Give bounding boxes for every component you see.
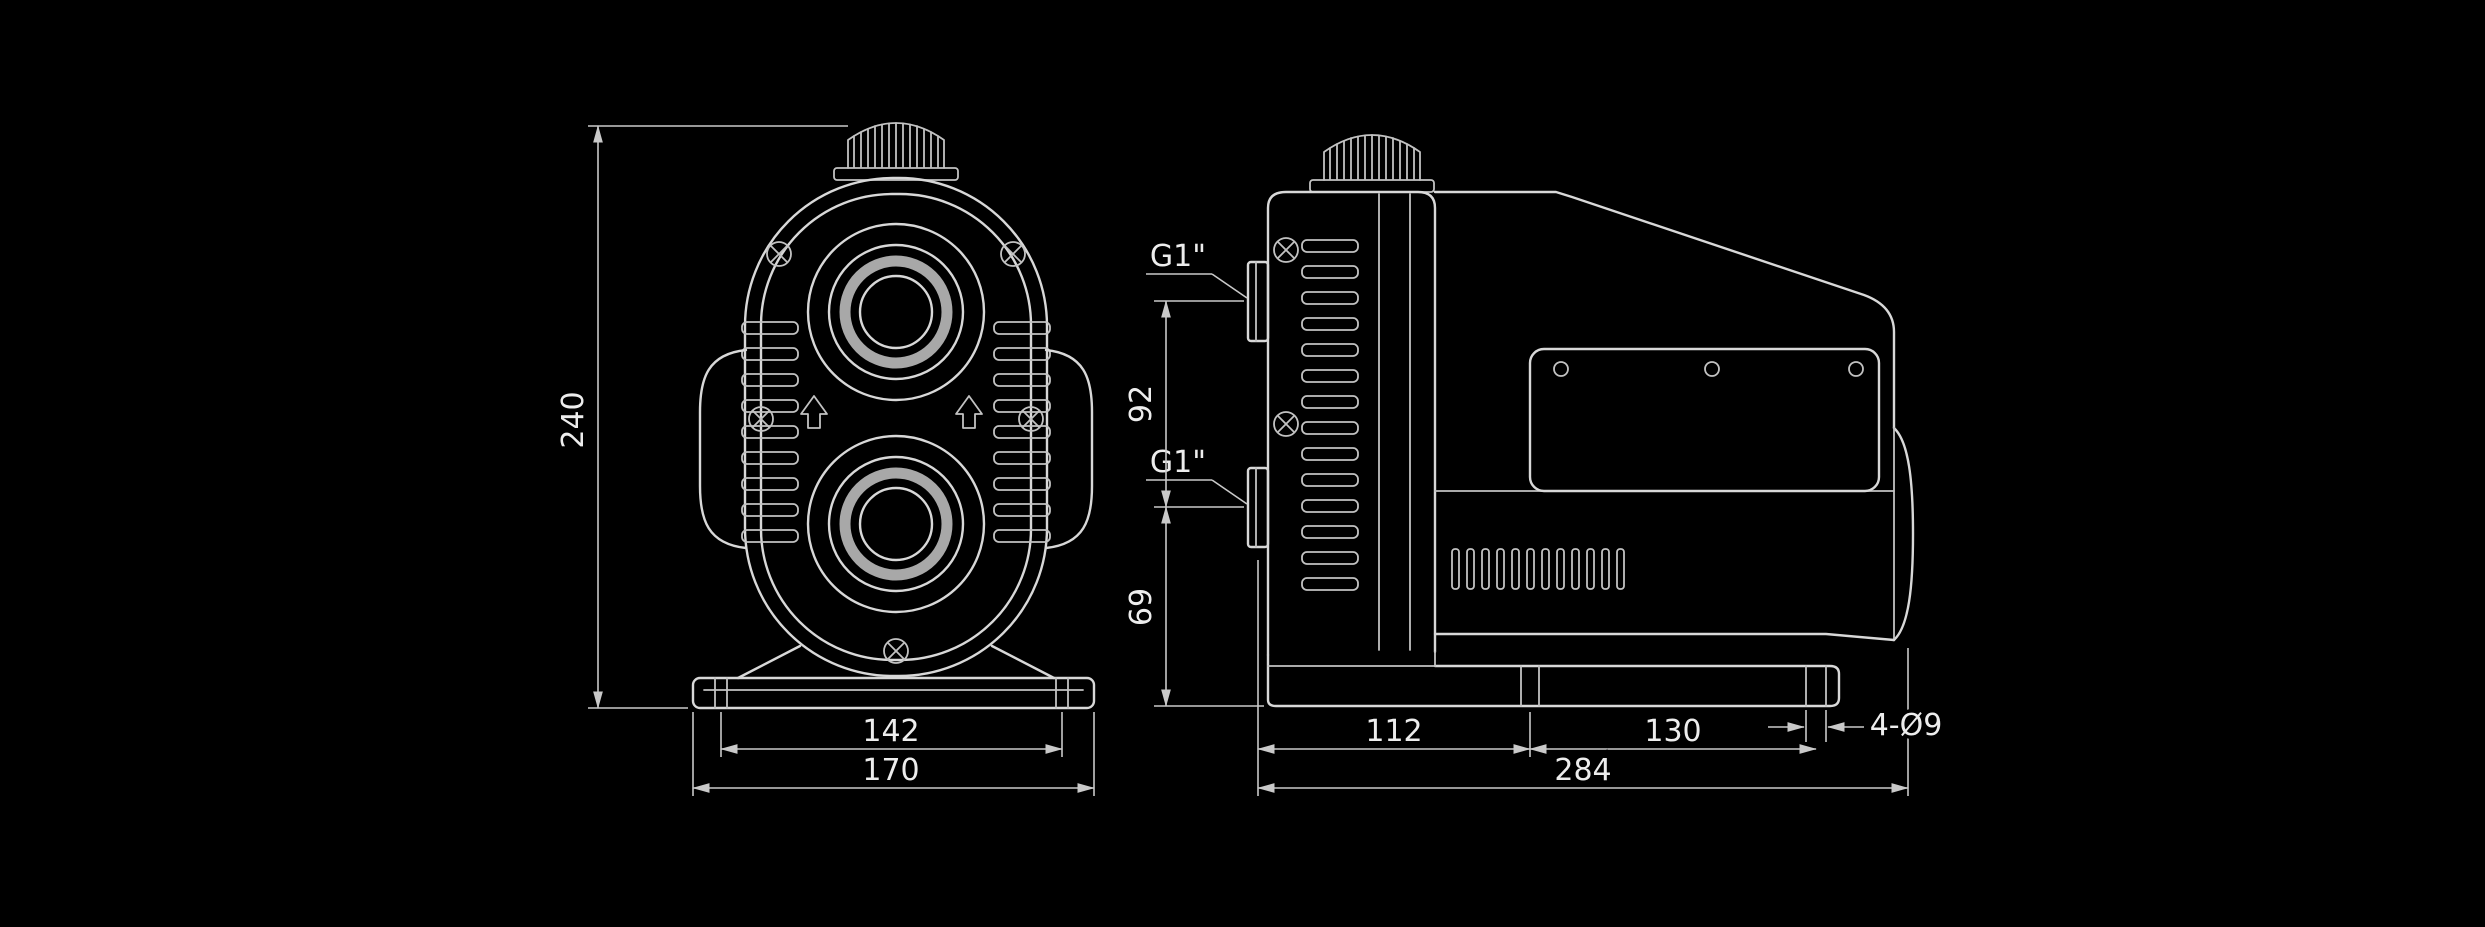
side-view bbox=[1246, 134, 1915, 708]
dim-label-69: 69 bbox=[1124, 588, 1159, 626]
dim-side-port-height: 69 bbox=[1121, 506, 1264, 707]
port-label-bottom-text: G1" bbox=[1150, 445, 1206, 480]
dim-label-112: 112 bbox=[1365, 714, 1422, 749]
port-label-top: G1" bbox=[1146, 236, 1248, 299]
dim-label-92: 92 bbox=[1124, 385, 1159, 423]
dim-label-4-d9: 4-Ø9 bbox=[1870, 708, 1943, 743]
dim-side-total-length: 284 bbox=[1257, 648, 1909, 796]
dim-front-height: 240 bbox=[553, 125, 848, 709]
front-base bbox=[691, 644, 1096, 710]
dim-side-foot-holes: 4-Ø9 bbox=[1768, 705, 1946, 747]
pump-head-outline bbox=[1266, 190, 1437, 657]
right-ear-bracket bbox=[1044, 348, 1094, 550]
side-port-top bbox=[1246, 260, 1270, 343]
front-lower-port bbox=[806, 434, 986, 614]
dim-front-base-width: 170 bbox=[692, 712, 1095, 796]
front-upper-port bbox=[806, 222, 986, 402]
dim-label-240: 240 bbox=[556, 391, 591, 448]
port-label-top-text: G1" bbox=[1150, 239, 1206, 274]
dim-side-port-spacing: 92 bbox=[1121, 300, 1244, 508]
pump-body-inner-outline bbox=[759, 192, 1033, 662]
dim-front-foot-holes: 142 bbox=[720, 711, 1063, 757]
front-view bbox=[691, 122, 1096, 710]
dim-label-130: 130 bbox=[1644, 714, 1701, 749]
mounting-plate bbox=[1528, 347, 1881, 493]
port-label-bottom: G1" bbox=[1146, 442, 1248, 505]
dim-side-front-length: 112 bbox=[1257, 560, 1531, 796]
fan-cover bbox=[1892, 426, 1915, 642]
side-port-bottom bbox=[1246, 466, 1270, 549]
side-base bbox=[1266, 651, 1841, 708]
dim-label-284: 284 bbox=[1554, 753, 1611, 788]
dim-label-170: 170 bbox=[862, 753, 919, 788]
dim-label-142: 142 bbox=[862, 714, 919, 749]
left-ear-bracket bbox=[698, 348, 748, 550]
dim-side-rear-length: 130 bbox=[1529, 710, 1827, 754]
